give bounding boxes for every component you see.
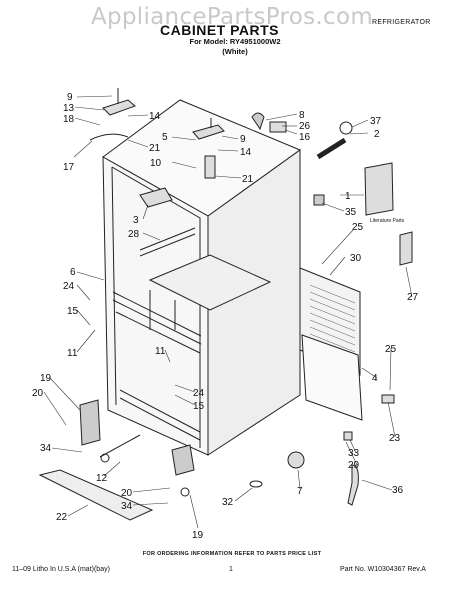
callout-label: 24 (193, 388, 205, 399)
page-number: 1 (229, 566, 233, 573)
leveling-legs (79, 399, 195, 497)
callout-label: 19 (40, 373, 52, 384)
callout-numbers: 9 13 18 17 14 5 9 10 14 21 21 8 26 16 37… (32, 92, 419, 541)
leader-lines (43, 95, 413, 529)
callout-label: 20 (32, 388, 44, 399)
cabinet-body (102, 99, 302, 456)
air-tower (139, 187, 173, 208)
top-hinge-right (192, 118, 225, 179)
literature-label: Literature Parts (370, 218, 405, 224)
callout-label: 11 (155, 346, 166, 357)
callout-label: 18 (63, 114, 75, 125)
callout-label: 8 (299, 110, 305, 121)
callout-label: 9 (67, 92, 73, 103)
exploded-parts-diagram: Literature Parts 9 13 18 17 14 5 9 1 (32, 88, 419, 541)
callout-label: 36 (392, 485, 404, 496)
watermark: AppliancePartsPros.com (90, 4, 374, 30)
callout-label: 3 (133, 215, 139, 226)
callout-label: 21 (242, 174, 254, 185)
callout-label: 32 (222, 497, 234, 508)
literature-booklet (313, 162, 394, 216)
callout-label: 6 (70, 267, 76, 278)
callout-label: 25 (385, 344, 397, 355)
callout-label: 33 (348, 448, 360, 459)
callout-label: 21 (149, 143, 161, 154)
lower-panel (301, 334, 363, 421)
callout-label: 15 (193, 401, 205, 412)
litho-info: 11–09 Litho In U.S.A (mat)(bay) (12, 566, 110, 573)
callout-label: 7 (297, 486, 303, 497)
callout-label: 17 (63, 162, 75, 173)
part-number: Part No. W10304367 Rev.A (340, 566, 426, 573)
callout-label: 23 (389, 433, 401, 444)
callout-label: 34 (40, 443, 52, 454)
model-info: For Model: RY4951000W2 (White) (160, 37, 310, 57)
base-grille (38, 469, 154, 521)
callout-label: 1 (345, 191, 351, 202)
water-inlet-parts (251, 112, 353, 160)
callout-label: 22 (56, 512, 68, 523)
callout-label: 28 (128, 229, 140, 240)
callout-label: 11 (67, 348, 78, 359)
callout-label: 30 (350, 253, 362, 264)
appliance-type: REFRIGERATOR (372, 19, 431, 26)
callout-label: 37 (370, 116, 382, 127)
color-line: (White) (222, 47, 248, 56)
callout-label: 27 (407, 292, 419, 303)
page-title: CABINET PARTS (160, 22, 280, 38)
bracket (399, 231, 413, 266)
callout-label: 25 (352, 222, 364, 233)
top-hinge-left (89, 88, 136, 141)
ordering-note: FOR ORDERING INFORMATION REFER TO PARTS … (142, 551, 322, 557)
callout-label: 4 (372, 373, 378, 384)
callout-label: 35 (345, 207, 357, 218)
callout-label: 12 (96, 473, 108, 484)
callout-label: 10 (150, 158, 162, 169)
callout-label: 5 (162, 132, 168, 143)
callout-label: 19 (192, 530, 204, 541)
model-line: For Model: RY4951000W2 (189, 37, 281, 46)
callout-label: 29 (348, 460, 360, 471)
callout-label: 20 (121, 488, 133, 499)
misc-parts (249, 394, 395, 506)
callout-label: 2 (374, 129, 380, 140)
callout-label: 16 (299, 132, 311, 143)
callout-label: 26 (299, 121, 311, 132)
callout-label: 9 (240, 134, 246, 145)
callout-label: 14 (240, 147, 252, 158)
callout-label: 15 (67, 306, 79, 317)
callout-label: 13 (63, 103, 75, 114)
callout-label: 24 (63, 281, 75, 292)
callout-label: 14 (149, 111, 161, 122)
callout-label: 34 (121, 501, 133, 512)
